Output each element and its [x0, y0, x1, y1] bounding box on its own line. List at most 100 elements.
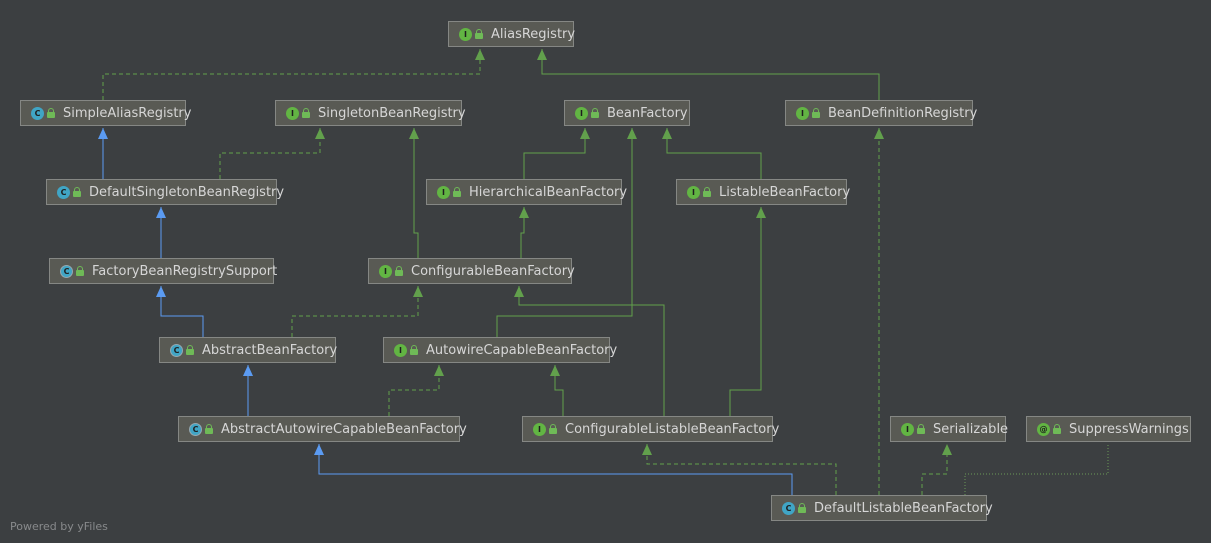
arrowhead: [413, 286, 423, 297]
edge-configurable_bean_factory-to-singleton_bean_registry: [409, 128, 419, 258]
node-abstract-autowire-capable-bean-factory[interactable]: C AbstractAutowireCapableBeanFactory: [178, 416, 467, 442]
edge-abstract_autowire_capable_bean_factory-to-autowire_capable_bean_factory: [388, 365, 444, 416]
interface-badge-icon: I: [379, 264, 392, 278]
edge-abstract_bean_factory-to-configurable_bean_factory: [291, 286, 423, 337]
node-bean-definition-registry[interactable]: I BeanDefinitionRegistry: [785, 100, 977, 126]
public-lock-icon: [395, 266, 403, 276]
node-abstract-bean-factory[interactable]: C AbstractBeanFactory: [159, 337, 338, 363]
interface-badge-icon: I: [796, 106, 809, 120]
arrowhead: [243, 365, 253, 376]
node-suppress-warnings[interactable]: @ SuppressWarnings: [1026, 416, 1191, 442]
node-label: DefaultListableBeanFactory: [814, 500, 993, 516]
node-autowire-capable-bean-factory[interactable]: I AutowireCapableBeanFactory: [383, 337, 617, 363]
edge-hierarchical_bean_factory-to-bean_factory: [523, 128, 590, 179]
node-serializable[interactable]: I Serializable: [890, 416, 1009, 442]
interface-badge-icon: I: [901, 422, 914, 436]
node-singleton-bean-registry[interactable]: I SingletonBeanRegistry: [275, 100, 466, 126]
edge-default_listable_bean_factory-to-bean_definition_registry: [874, 128, 884, 495]
edge-default_singleton_bean_registry-to-singleton_bean_registry: [219, 128, 325, 179]
arrowhead: [315, 128, 325, 139]
node-label: FactoryBeanRegistrySupport: [92, 263, 278, 279]
edge-configurable_listable_bean_factory-to-autowire_capable_bean_factory: [550, 365, 564, 416]
node-label: AbstractBeanFactory: [202, 342, 338, 358]
public-lock-icon: [798, 503, 806, 513]
public-lock-icon: [76, 266, 84, 276]
node-factory-bean-registry-support[interactable]: C FactoryBeanRegistrySupport: [49, 258, 278, 284]
class-badge-icon: C: [57, 185, 70, 199]
node-label: HierarchicalBeanFactory: [469, 184, 628, 200]
edge-default_singleton_bean_registry-to-simple_alias_registry: [98, 128, 108, 179]
node-label: ListableBeanFactory: [719, 184, 851, 200]
interface-badge-icon: I: [533, 422, 546, 436]
arrowhead: [627, 128, 637, 139]
edge-listable_bean_factory-to-bean_factory: [662, 128, 762, 179]
edge-configurable_listable_bean_factory-to-configurable_bean_factory: [514, 286, 665, 416]
arrowhead: [874, 128, 884, 139]
node-label: Serializable: [933, 421, 1009, 437]
interface-badge-icon: I: [394, 343, 407, 357]
public-lock-icon: [812, 108, 820, 118]
abstract-badge-icon: C: [60, 264, 73, 278]
node-listable-bean-factory[interactable]: I ListableBeanFactory: [676, 179, 851, 205]
arrowhead: [550, 365, 560, 376]
node-label: AliasRegistry: [491, 26, 576, 42]
arrowhead: [537, 49, 547, 60]
public-lock-icon: [453, 187, 461, 197]
node-label: ConfigurableBeanFactory: [411, 263, 575, 279]
watermark: Powered by yFiles: [10, 520, 108, 533]
interface-badge-icon: I: [575, 106, 588, 120]
abstract-badge-icon: C: [170, 343, 183, 357]
node-label: AbstractAutowireCapableBeanFactory: [221, 421, 467, 437]
edge-abstract_bean_factory-to-factory_bean_registry_support: [156, 286, 204, 337]
node-label: SimpleAliasRegistry: [63, 105, 192, 121]
public-lock-icon: [73, 187, 81, 197]
interface-badge-icon: I: [286, 106, 299, 120]
node-alias-registry[interactable]: I AliasRegistry: [448, 21, 576, 47]
arrowhead: [434, 365, 444, 376]
edge-default_listable_bean_factory-to-suppress_warnings: [964, 444, 1109, 495]
node-configurable-bean-factory[interactable]: I ConfigurableBeanFactory: [368, 258, 575, 284]
arrowhead: [156, 207, 166, 218]
edge-bean_definition_registry-to-alias_registry: [537, 49, 880, 100]
edge-configurable_bean_factory-to-hierarchical_bean_factory: [519, 207, 529, 258]
interface-badge-icon: I: [459, 27, 472, 41]
arrowhead: [475, 49, 485, 60]
public-lock-icon: [475, 29, 483, 39]
arrowhead: [514, 286, 524, 297]
node-hierarchical-bean-factory[interactable]: I HierarchicalBeanFactory: [426, 179, 627, 205]
arrowhead: [662, 128, 672, 139]
node-label: BeanDefinitionRegistry: [828, 105, 978, 121]
public-lock-icon: [549, 424, 557, 434]
arrowhead: [942, 444, 952, 455]
abstract-badge-icon: C: [189, 422, 202, 436]
edge-configurable_listable_bean_factory-to-listable_bean_factory: [729, 207, 766, 416]
node-label: AutowireCapableBeanFactory: [426, 342, 618, 358]
arrowhead: [756, 207, 766, 218]
arrowhead: [580, 128, 590, 139]
interface-badge-icon: I: [437, 185, 450, 199]
edge-simple_alias_registry-to-alias_registry: [102, 49, 485, 100]
interface-badge-icon: I: [687, 185, 700, 199]
edge-abstract_autowire_capable_bean_factory-to-abstract_bean_factory: [243, 365, 253, 416]
edge-autowire_capable_bean_factory-to-bean_factory: [496, 128, 637, 337]
public-lock-icon: [1053, 424, 1061, 434]
edge-default_listable_bean_factory-to-configurable_listable_bean_factory: [642, 444, 837, 495]
edge-default_listable_bean_factory-to-abstract_autowire_capable_bean_factory: [314, 444, 793, 495]
public-lock-icon: [917, 424, 925, 434]
arrowhead: [519, 207, 529, 218]
public-lock-icon: [703, 187, 711, 197]
node-label: SuppressWarnings: [1069, 421, 1189, 437]
node-label: SingletonBeanRegistry: [318, 105, 466, 121]
node-configurable-listable-bean-factory[interactable]: I ConfigurableListableBeanFactory: [522, 416, 779, 442]
annotation-badge-icon: @: [1037, 422, 1050, 436]
arrowhead: [314, 444, 324, 455]
public-lock-icon: [186, 345, 194, 355]
node-label: ConfigurableListableBeanFactory: [565, 421, 780, 437]
arrowhead: [98, 128, 108, 139]
edge-factory_bean_registry_support-to-default_singleton_bean_registry: [156, 207, 166, 258]
